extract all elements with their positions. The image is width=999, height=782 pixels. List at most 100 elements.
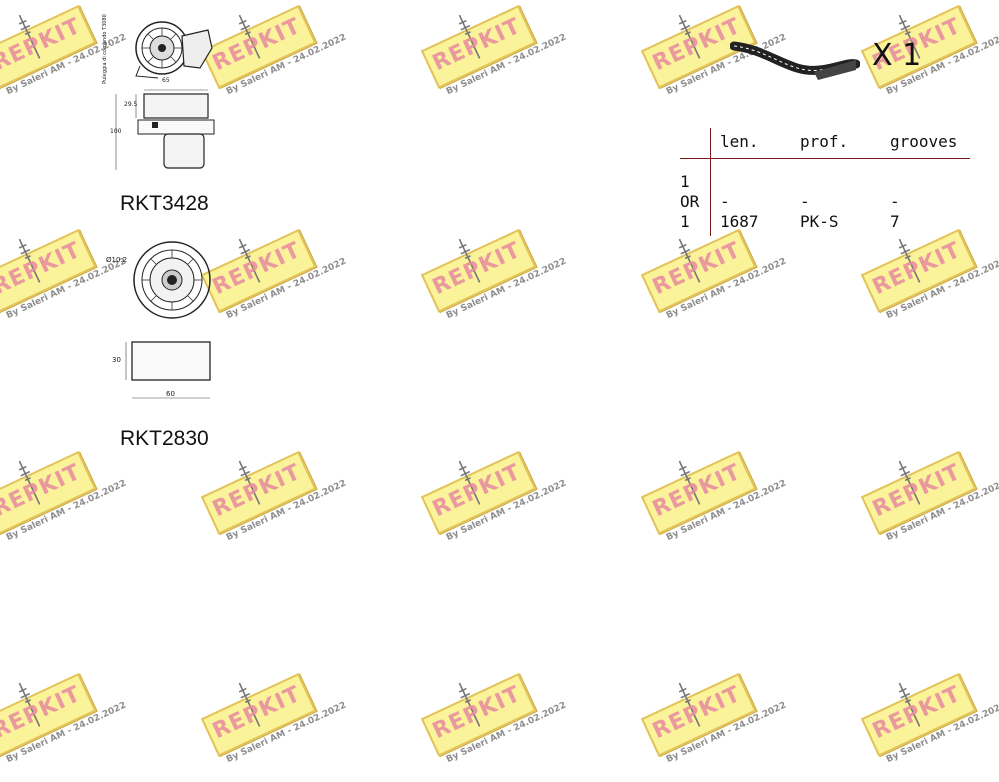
watermark-brand: REPKIT — [648, 459, 745, 523]
watermark-subtitle: By Saleri AM - 24.02.2022 — [884, 700, 999, 766]
watermark-brand: REPKIT — [0, 459, 85, 523]
watermark-subtitle: By Saleri AM - 24.02.2022 — [4, 700, 128, 766]
watermark-subtitle: By Saleri AM - 24.02.2022 — [664, 478, 788, 544]
watermark-subtitle: By Saleri AM - 24.02.2022 — [664, 256, 788, 322]
idler-width-dim: 60 — [166, 390, 175, 398]
table-header-divider — [680, 158, 970, 159]
part-code-rkt2830: RKT2830 — [120, 427, 209, 450]
row2-qty: OR — [680, 192, 700, 211]
watermark-brand: REPKIT — [868, 681, 965, 745]
watermark-badge — [640, 672, 757, 757]
tensioner-height-dim: 100 — [110, 128, 122, 135]
watermark-brand: REPKIT — [428, 237, 525, 301]
tensioner-drawing-note: Puleggia di comando T3080 — [101, 14, 108, 84]
row2-prof: - — [800, 192, 810, 211]
watermark-tower-icon — [18, 14, 41, 59]
belt-drawing — [729, 40, 861, 88]
watermark-tower-icon — [18, 460, 41, 505]
idler-diameter-dim: Ø10.2 — [106, 256, 128, 264]
watermark-brand: REPKIT — [428, 13, 525, 77]
watermark-tower-icon — [678, 14, 701, 59]
row3-prof: PK-S — [800, 212, 839, 231]
watermark-brand: REPKIT — [648, 237, 745, 301]
watermark-tower-icon — [238, 238, 261, 283]
watermark-badge — [860, 228, 977, 313]
row3-grooves: 7 — [890, 212, 900, 231]
watermark-badge — [0, 228, 97, 313]
row1-qty: 1 — [680, 172, 690, 191]
header-prof: prof. — [800, 132, 849, 151]
watermark-badge — [0, 4, 97, 89]
row3-qty: 1 — [680, 212, 690, 231]
watermark-badge — [420, 450, 537, 535]
watermark-brand: REPKIT — [428, 681, 525, 745]
header-len: len. — [720, 132, 759, 151]
watermark-tower-icon — [18, 238, 41, 283]
tensioner-width-dim: 65 — [162, 77, 170, 84]
watermark-subtitle: By Saleri AM - 24.02.2022 — [444, 700, 568, 766]
watermark-badge — [200, 450, 317, 535]
watermark-brand: REPKIT — [868, 237, 965, 301]
watermark-brand: REPKIT — [428, 459, 525, 523]
tensioner-step-dim: 29.5 — [124, 101, 138, 108]
part-code-rkt3428: RKT3428 — [120, 192, 209, 215]
watermark-subtitle: By Saleri AM - 24.02.2022 — [4, 478, 128, 544]
watermark-brand: REPKIT — [208, 681, 305, 745]
belt-quantity: X 1 — [872, 38, 922, 73]
watermark-subtitle: By Saleri AM - 24.02.2022 — [224, 700, 348, 766]
belt-spec-table: len. prof. grooves 1 OR - - - 1 1687 PK-… — [680, 128, 970, 238]
watermark-subtitle: By Saleri AM - 24.02.2022 — [884, 256, 999, 322]
watermark-badge — [640, 450, 757, 535]
watermark-tower-icon — [898, 460, 921, 505]
header-grooves: grooves — [890, 132, 958, 151]
watermark-badge — [420, 672, 537, 757]
watermark-subtitle: By Saleri AM - 24.02.2022 — [224, 32, 348, 98]
watermark-badge — [420, 228, 537, 313]
table-column-divider — [710, 128, 711, 236]
watermark-tower-icon — [458, 14, 481, 59]
watermark-tower-icon — [238, 460, 261, 505]
watermark-tower-icon — [678, 238, 701, 283]
watermark-badge — [420, 4, 537, 89]
watermark-subtitle: By Saleri AM - 24.02.2022 — [884, 478, 999, 544]
watermark-subtitle: By Saleri AM - 24.02.2022 — [224, 256, 348, 322]
watermark-badge — [0, 672, 97, 757]
watermark-badge — [860, 450, 977, 535]
watermark-badge — [860, 672, 977, 757]
watermark-brand: REPKIT — [868, 459, 965, 523]
watermark-brand: REPKIT — [0, 13, 85, 77]
watermark-tower-icon — [458, 238, 481, 283]
watermark-subtitle: By Saleri AM - 24.02.2022 — [664, 700, 788, 766]
tensioner-drawing: 65 29.5 100 Puleggia di comando T3080 — [100, 8, 240, 178]
watermark-subtitle: By Saleri AM - 24.02.2022 — [444, 32, 568, 98]
idler-height-dim: 30 — [112, 356, 121, 364]
watermark-tower-icon — [458, 460, 481, 505]
watermark-badge — [0, 450, 97, 535]
row2-len: - — [720, 192, 730, 211]
watermark-brand: REPKIT — [208, 459, 305, 523]
watermark-brand: REPKIT — [648, 681, 745, 745]
watermark-brand: REPKIT — [0, 237, 85, 301]
watermark-brand: REPKIT — [0, 681, 85, 745]
watermark-badge — [200, 672, 317, 757]
row3-len: 1687 — [720, 212, 759, 231]
idler-drawing: Ø10.2 30 60 — [104, 238, 224, 410]
v-ribbed-belt-icon — [729, 41, 861, 80]
watermark-tower-icon — [678, 460, 701, 505]
watermark-tower-icon — [898, 238, 921, 283]
